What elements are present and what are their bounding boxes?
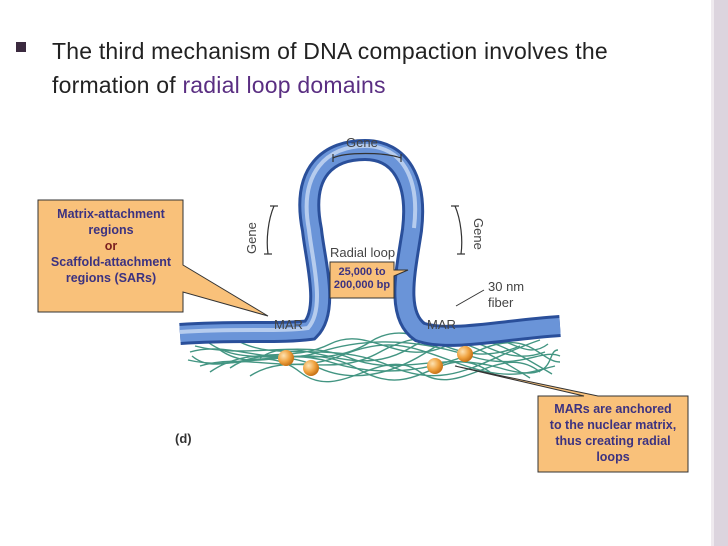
- anchor-callout-line4: loops: [596, 450, 630, 464]
- radial-loop-label: Radial loop: [330, 245, 395, 260]
- gene-right-label: Gene: [471, 218, 486, 250]
- anchor-callout: MARs are anchored to the nuclear matrix,…: [538, 401, 688, 465]
- sar-callout-line4: regions (SARs): [65, 271, 157, 285]
- bp-callout-shape: [329, 261, 409, 299]
- gene-top-label: Gene: [346, 135, 378, 150]
- mar-left-label: MAR: [274, 317, 303, 332]
- title-text: The third mechanism of DNA compaction in…: [52, 38, 608, 98]
- slide-edge-stripe: [711, 0, 714, 546]
- anchor-callout-line1: MARs are anchored: [554, 402, 672, 416]
- sar-callout-or: or: [104, 239, 118, 253]
- fiber-label-line2: fiber: [488, 295, 514, 310]
- bp-callout-line2: 200,000 bp: [333, 279, 391, 291]
- mar-anchor: [457, 346, 473, 362]
- mar-anchor: [427, 358, 443, 374]
- panel-label: (d): [175, 431, 192, 446]
- fiber-pointer: [455, 289, 485, 307]
- sar-callout-line1: Matrix-attachment: [57, 207, 165, 221]
- sar-callout-line2: regions: [88, 223, 134, 237]
- anchor-callout-line3: thus creating radial: [555, 434, 671, 448]
- sar-callout-line3: Scaffold-attachment: [50, 255, 172, 269]
- anchor-callout-line2: to the nuclear matrix,: [549, 418, 677, 432]
- gene-left-label: Gene: [244, 222, 259, 254]
- chromatin-fiber: [179, 138, 561, 347]
- gene-brackets: [264, 152, 465, 255]
- mar-anchor: [303, 360, 319, 376]
- mar-anchors: [278, 346, 473, 376]
- sar-callout: Matrix-attachment regions or Scaffold-at…: [38, 206, 184, 286]
- bp-callout-line1: 25,000 to: [338, 266, 386, 278]
- bp-callout: 25,000 to 200,000 bp: [330, 266, 394, 292]
- left-callout-shape: [37, 199, 269, 317]
- mar-anchor: [278, 350, 294, 366]
- fiber-label-line1: 30 nm: [488, 279, 524, 294]
- title-highlight: radial loop domains: [182, 72, 386, 98]
- mar-right-label: MAR: [427, 317, 456, 332]
- right-callout-shape: [454, 365, 689, 473]
- slide-title: The third mechanism of DNA compaction in…: [52, 34, 712, 102]
- square-bullet-icon: [16, 42, 26, 52]
- slide-edge-bar: [714, 0, 728, 546]
